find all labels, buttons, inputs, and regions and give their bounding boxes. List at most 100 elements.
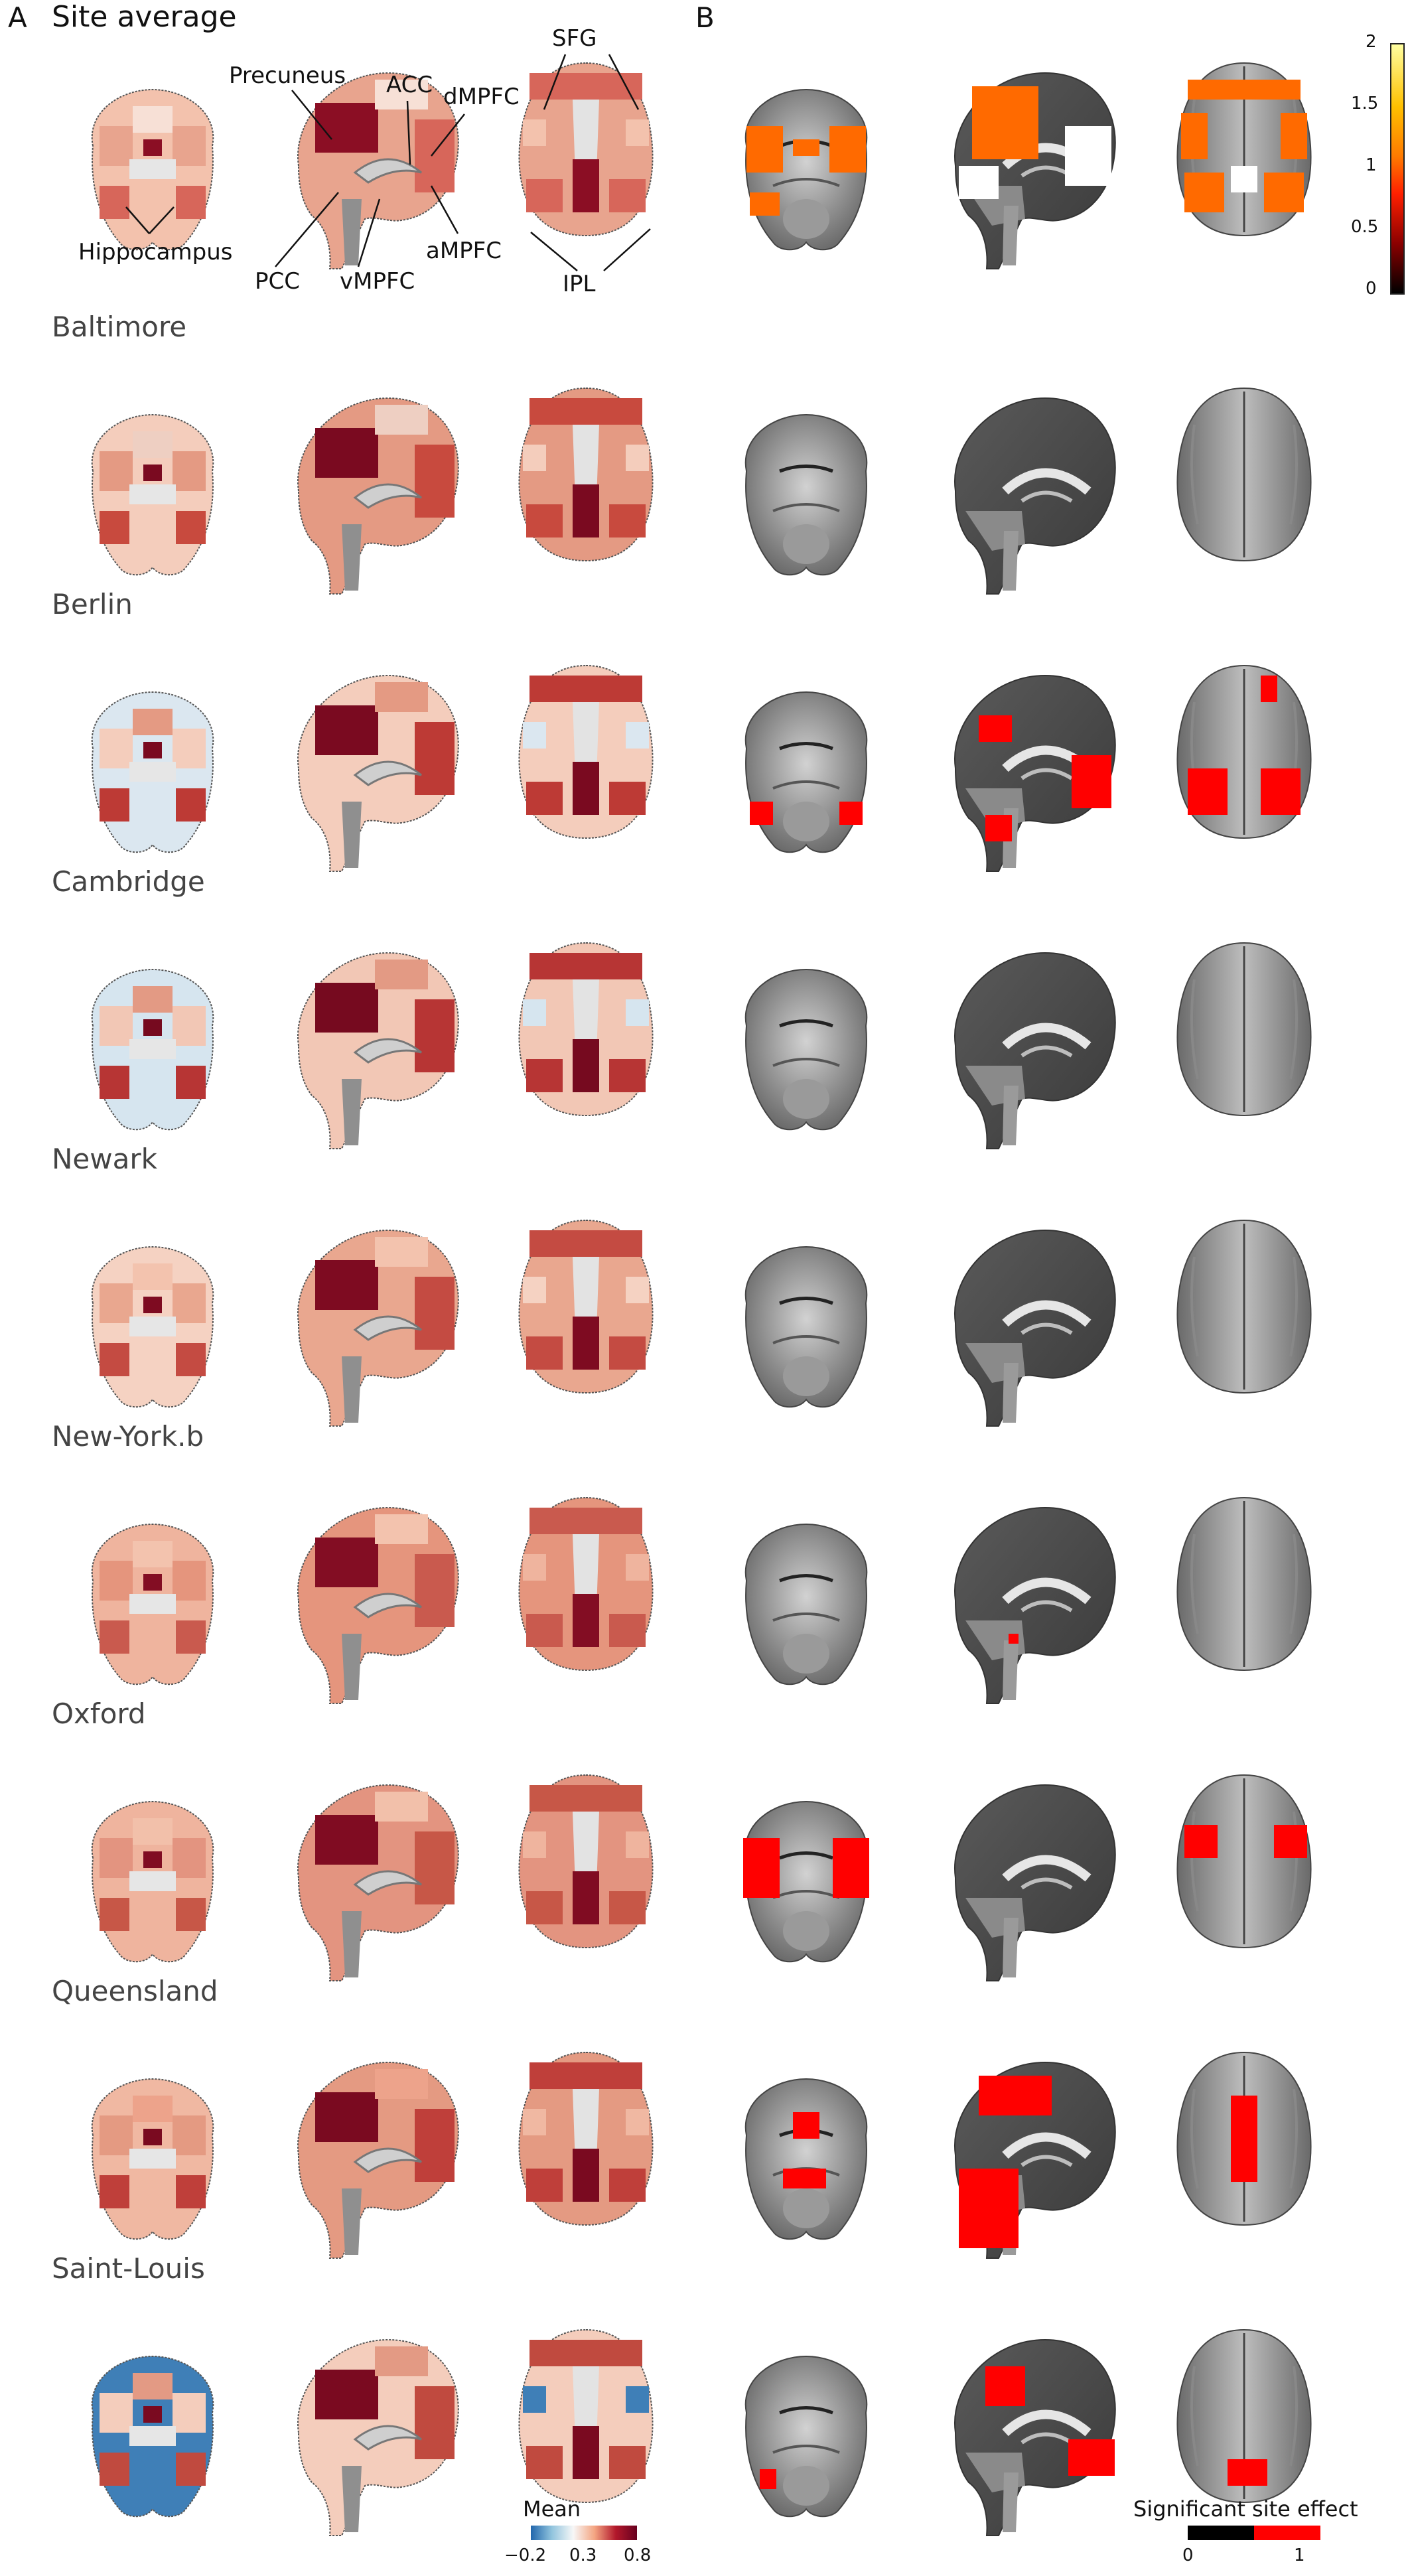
annotation-hippocampus: Hippocampus [78,239,233,265]
sagittal-slice [297,1229,459,1427]
annotation-ipl: IPL [563,271,596,297]
coronal-slice [91,1523,214,1685]
colorbar-mean-tick: 0.8 [624,2545,652,2565]
axial-slice [1176,62,1312,237]
annotation-ampfc: aMPFC [426,238,502,264]
overlay-region [793,139,819,156]
axial-slice [1176,387,1312,562]
colorbar-effect-size [1390,43,1405,295]
site-label: Baltimore [52,311,187,343]
sagittal-slice [297,1506,459,1704]
overlay-region [839,802,863,825]
axial-slice [518,664,654,839]
site-label: New-York.b [52,1420,204,1453]
coronal-slice [91,1246,214,1408]
coronal-slice [91,88,214,251]
coronal-slice [744,2078,868,2240]
site-label: Berlin [52,588,133,620]
overlay-region [750,192,780,216]
overlay-region [1281,113,1307,159]
coronal-slice [744,968,868,1131]
annotation-pcc: PCC [255,268,300,295]
coronal-slice [91,2078,214,2240]
overlay-region [985,2366,1025,2406]
sagittal-slice [297,72,459,269]
colorbar-mean-tick: −0.2 [504,2545,547,2565]
coronal-slice [91,413,214,576]
overlay-region [1188,768,1228,815]
colorbar-site-label: Significant site effect [1133,2496,1358,2522]
axial-slice [518,2051,654,2226]
overlay-region [783,2169,826,2188]
coronal-slice [744,413,868,576]
annotation-vmpfc: vMPFC [340,268,415,295]
overlay-region [959,2169,1019,2248]
overlay-region [1264,173,1304,212]
sagittal-slice [297,2061,459,2259]
annotation-sfg: SFG [552,25,597,52]
colorbar-site [1188,2526,1320,2540]
overlay-region [1072,755,1111,808]
axial-slice [518,1496,654,1672]
sagittal-slice [953,2338,1116,2536]
colorbar-site-swatch-1 [1254,2526,1320,2540]
axial-slice [1176,1219,1312,1394]
coronal-slice [91,691,214,853]
sagittal-slice [953,397,1116,595]
colorbar-tick: 2 [1366,32,1377,52]
overlay-region [985,815,1012,841]
overlay-region [979,2076,1052,2115]
colorbar-tick: 0.5 [1351,217,1379,237]
overlay-region [972,86,1038,159]
overlay-region [1231,2096,1257,2182]
sagittal-slice [953,952,1116,1149]
site-label: Oxford [52,1697,146,1730]
annotation-precuneus: Precuneus [229,62,346,89]
overlay-region [959,166,999,199]
colorbar-site-tick: 1 [1294,2545,1305,2565]
axial-slice [518,1774,654,1949]
overlay-region [833,1838,869,1898]
sagittal-slice [297,397,459,595]
coronal-slice [744,1246,868,1408]
site-label: Newark [52,1143,157,1175]
colorbar-tick: 0 [1366,279,1377,299]
overlay-region [1231,166,1257,192]
colorbar-site-tick: 0 [1182,2545,1194,2565]
axial-slice [1176,942,1312,1117]
site-label: Saint-Louis [52,2252,205,2285]
overlay-region [829,126,866,173]
axial-slice [1176,1774,1312,1949]
overlay-region [1068,2439,1115,2476]
colorbar-mean-label: Mean [523,2496,581,2522]
overlay-region [1228,2459,1267,2486]
overlay-region [1188,80,1301,100]
sagittal-slice [953,1784,1116,1981]
colorbar-site-swatch-0 [1188,2526,1254,2540]
panel-b-letter: B [695,1,715,34]
axial-slice [518,942,654,1117]
overlay-region [1261,768,1301,815]
overlay-region [746,126,783,173]
coronal-slice [91,1800,214,1963]
overlay-region [1065,126,1111,186]
site-label: Cambridge [52,865,205,898]
sagittal-slice [297,952,459,1149]
colorbar-mean [531,2526,637,2540]
colorbar-tick: 1 [1366,155,1377,175]
axial-slice [1176,1496,1312,1672]
coronal-slice [744,1523,868,1685]
coronal-slice [744,691,868,853]
axial-slice [1176,2051,1312,2226]
overlay-region [750,802,773,825]
overlay-region [979,715,1012,742]
panel-a-title: Site average [52,0,237,34]
sagittal-slice [953,674,1116,872]
sagittal-slice [953,1506,1116,1704]
overlay-region [1261,676,1277,702]
overlay-region [1181,113,1208,159]
panel-a-letter: A [8,1,27,34]
annotation-leader-lines [125,54,651,271]
overlay-region [1184,173,1224,212]
colorbar-mean-tick: 0.3 [569,2545,597,2565]
